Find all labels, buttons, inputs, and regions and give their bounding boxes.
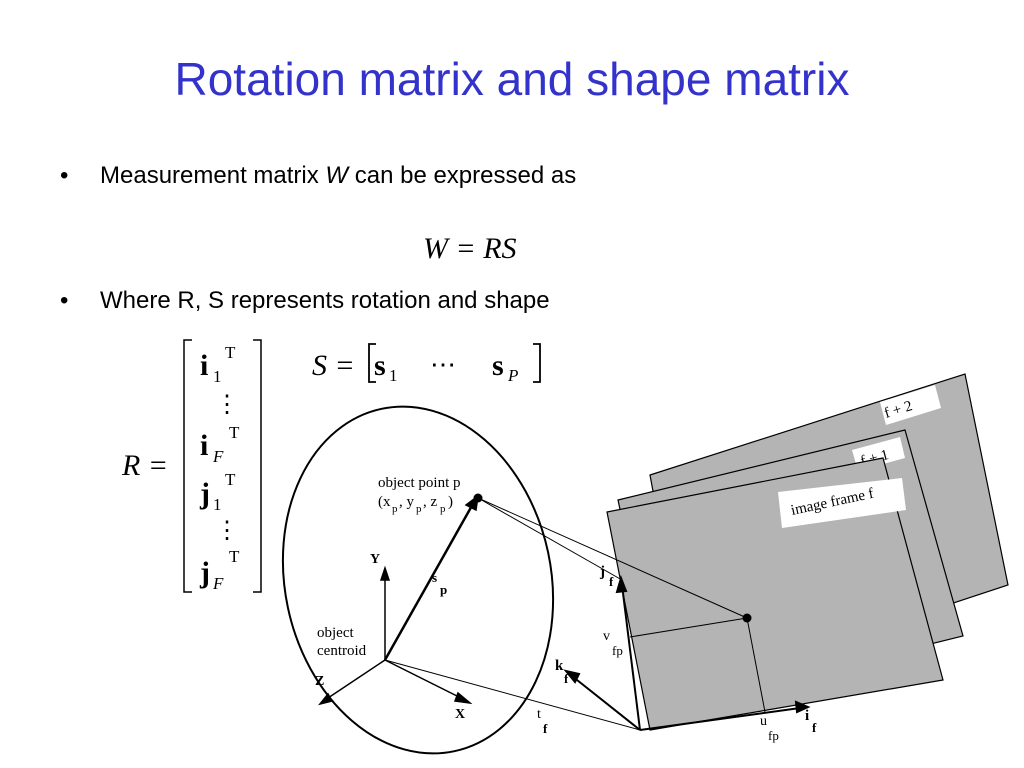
s-ellipsis: ⋯ — [430, 350, 456, 379]
coords-open: (x — [378, 494, 391, 510]
label-vfp-sub: fp — [612, 643, 623, 658]
bracket-right — [253, 339, 262, 593]
label-object-coords: (x p , y p , z p ) — [378, 494, 453, 515]
bullet1-var: W — [325, 162, 349, 189]
s-last: s — [492, 349, 504, 382]
coords-y: , y — [399, 494, 415, 510]
label-jf: j — [599, 564, 605, 580]
row-j1: j 1 T — [199, 470, 236, 514]
row-if-sub: F — [212, 447, 224, 466]
bullet1-text: Measurement matrix — [100, 162, 319, 189]
bullet-where: • Where R, S represents rotation and shap… — [60, 287, 550, 315]
slide-title: Rotation matrix and shape matrix — [174, 53, 850, 105]
row-if: i F T — [200, 423, 240, 466]
label-centroid-2: centroid — [317, 643, 367, 659]
label-centroid-1: object — [317, 625, 354, 641]
row-jf-sup: T — [229, 547, 240, 566]
label-kf: k — [555, 658, 564, 674]
projection-line-1 — [477, 497, 623, 581]
label-jf-sub: f — [609, 574, 614, 589]
object-axes — [318, 494, 479, 706]
u-projection-line — [746, 617, 766, 713]
row-j1-symbol: j — [199, 477, 210, 510]
row-i1-sup: T — [225, 343, 236, 362]
coords-z: , z — [423, 494, 438, 510]
s-bracket-right — [533, 343, 541, 383]
axis-x-label: X — [455, 707, 465, 722]
row-if-sup: T — [229, 423, 240, 442]
label-if: i — [805, 708, 809, 724]
bullet-measurement-matrix: • Measurement matrix W can be expressed a… — [60, 162, 576, 190]
coords-sub-z: p — [440, 503, 446, 515]
coords-sub-y: p — [416, 503, 422, 515]
vdots-2: ⋮ — [215, 518, 239, 544]
row-j1-sup: T — [225, 470, 236, 489]
row-i1-symbol: i — [200, 349, 208, 382]
bullet2-text: Where R, S represents rotation and shape — [100, 287, 550, 314]
coords-sub-x: p — [392, 503, 398, 515]
object-point — [473, 493, 483, 503]
label-ufp-sub: fp — [768, 728, 779, 743]
label-if-sub: f — [812, 720, 817, 735]
equation-w-rs: W = RS — [423, 232, 517, 265]
label-ufp: u — [760, 714, 767, 729]
label-tf: t — [537, 707, 541, 722]
projection-line-ray — [477, 497, 748, 619]
projection-line-2 — [384, 659, 641, 731]
label-tf-sub: f — [543, 721, 548, 736]
s-bracket-left — [368, 343, 376, 383]
matrix-r-lhs: R = — [121, 449, 168, 482]
label-kf-sub: f — [564, 671, 569, 686]
label-f-plus-2: f + 2 — [882, 398, 914, 422]
image-frame-f: image frame f — [606, 457, 944, 731]
row-jf-sub: F — [212, 574, 224, 593]
row-jf: j F T — [199, 547, 240, 593]
object-ellipse — [281, 405, 555, 755]
v-projection-line — [629, 617, 748, 638]
label-sp: s — [432, 570, 437, 585]
camera-vectors — [563, 574, 811, 731]
row-i1: i 1 T — [200, 343, 236, 386]
s-last-sub: P — [507, 366, 518, 385]
s-first: s — [374, 349, 386, 382]
row-jf-symbol: j — [199, 556, 210, 589]
bullet-dot: • — [60, 162, 69, 189]
label-sp-sub: p — [440, 582, 447, 597]
vdots-1: ⋮ — [215, 392, 239, 418]
label-object-point: object point p — [378, 475, 461, 491]
axis-y-label: Y — [370, 552, 380, 567]
row-j1-sub: 1 — [213, 495, 222, 514]
matrix-s: S = s 1 ⋯ s P — [312, 343, 541, 385]
axis-z-label: Z — [315, 674, 324, 689]
s-first-sub: 1 — [389, 366, 398, 385]
label-vfp: v — [603, 629, 610, 644]
bullet-dot: • — [60, 287, 69, 314]
matrix-r: R = i 1 T ⋮ i F T j 1 T ⋮ j F T — [121, 339, 262, 593]
coords-close: ) — [448, 494, 453, 510]
bullet1-rest: can be expressed as — [354, 162, 577, 189]
matrix-s-lhs: S = — [312, 349, 355, 382]
bracket-left — [183, 339, 192, 593]
row-i1-sub: 1 — [213, 367, 222, 386]
row-if-symbol: i — [200, 429, 208, 462]
